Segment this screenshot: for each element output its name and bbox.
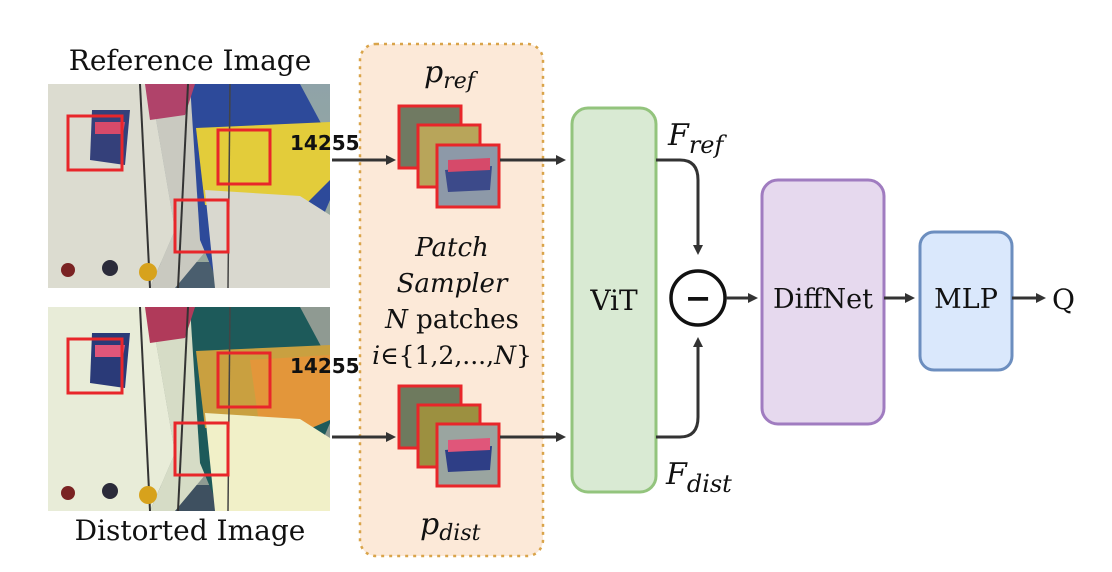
sail-number-distorted: 14255 [290,354,360,378]
ref-patch-box-1 [66,114,124,172]
ref-patch-box-3 [173,198,230,254]
dist-patch-box-1 [66,337,124,395]
ref-patch-stack [397,104,501,209]
distorted-image: 14255 [48,306,360,512]
p-ref-label: pref [424,55,479,94]
sampler-line-2: Sampler [397,269,509,299]
mlp-block [918,230,1014,372]
reference-image: 14255 [48,83,360,289]
sampler-line-4: i∈{1,2,...,N} [372,341,532,370]
vit-label: ViT [589,284,638,317]
p-dist-label: pdist [420,507,481,546]
distorted-image-label: Distorted Image [75,514,306,547]
sampler-line-3: N patches [384,305,519,335]
reference-image-label: Reference Image [69,44,312,77]
vit-block [570,106,658,494]
f-ref-label: Fref [667,118,728,159]
sampler-line-1: Patch [414,233,489,263]
sail-number: 14255 [290,131,360,155]
diffnet-label: DiffNet [773,284,873,315]
minus-symbol: − [685,279,712,317]
mlp-label: MLP [934,284,998,315]
subtraction-operator [669,269,727,327]
output-q-label: Q [1052,283,1075,316]
ref-patch-box-2 [216,128,272,186]
dist-patch-box-3 [173,421,230,477]
f-dist-label: Fdist [665,457,732,498]
dist-patch-stack [397,384,501,488]
arrow-fref-to-minus [656,158,703,255]
dist-patch-box-2 [216,351,272,409]
arrow-fdist-to-minus [656,337,703,439]
diffnet-block [760,178,886,426]
